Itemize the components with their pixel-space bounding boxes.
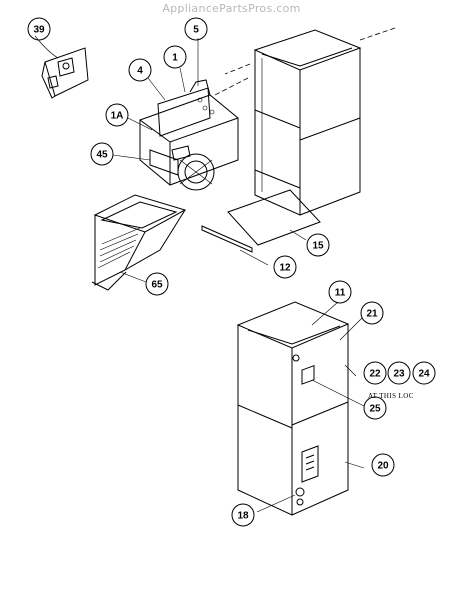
- location-note: AT THIS LOC: [368, 392, 414, 400]
- lower-cabinet: [236, 301, 350, 516]
- callout-23: 23: [387, 361, 411, 385]
- callout-label: 20: [377, 461, 389, 472]
- filter-rail-part-12: [201, 225, 253, 253]
- callout-24: 24: [412, 361, 436, 385]
- callout-label: 1A: [111, 111, 124, 122]
- callout-11: 11: [328, 280, 352, 304]
- watermark: AppliancePartsPros.com: [162, 2, 301, 15]
- callout-25: 25: [363, 396, 387, 420]
- callout-label: 65: [151, 280, 163, 291]
- callout-label: 1: [172, 53, 178, 64]
- callout-label: 39: [33, 25, 45, 36]
- callout-45: 45: [90, 142, 114, 166]
- callout-label: 23: [393, 369, 405, 380]
- callout-65: 65: [145, 272, 169, 296]
- callout-20: 20: [371, 453, 395, 477]
- callout-label: 25: [369, 404, 381, 415]
- callout-15: 15: [306, 233, 330, 257]
- callout-label: 18: [237, 511, 249, 522]
- callout-4: 4: [128, 58, 152, 82]
- callout-label: 4: [137, 66, 143, 77]
- callout-39: 39: [27, 17, 51, 41]
- callout-label: 15: [312, 241, 324, 252]
- callout-5: 5: [184, 17, 208, 41]
- callout-label: 11: [335, 288, 346, 299]
- callout-label: 12: [279, 263, 291, 274]
- callout-22: 22: [363, 361, 387, 385]
- callout-12: 12: [273, 255, 297, 279]
- leader-lines: [112, 38, 365, 513]
- callout-21: 21: [360, 301, 384, 325]
- callout-label: 22: [369, 369, 381, 380]
- callout-label: 24: [418, 369, 430, 380]
- blower-assembly: [139, 79, 239, 191]
- coil-part-65: [91, 194, 187, 291]
- callout-label: 21: [366, 309, 378, 320]
- bracket-part-39: [34, 35, 89, 99]
- callout-1: 1: [163, 45, 187, 69]
- callout-18: 18: [231, 503, 255, 527]
- callout-1a: 1A: [105, 103, 129, 127]
- upper-cabinet: [214, 27, 396, 246]
- callout-label: 45: [96, 150, 108, 161]
- callout-label: 5: [193, 25, 199, 36]
